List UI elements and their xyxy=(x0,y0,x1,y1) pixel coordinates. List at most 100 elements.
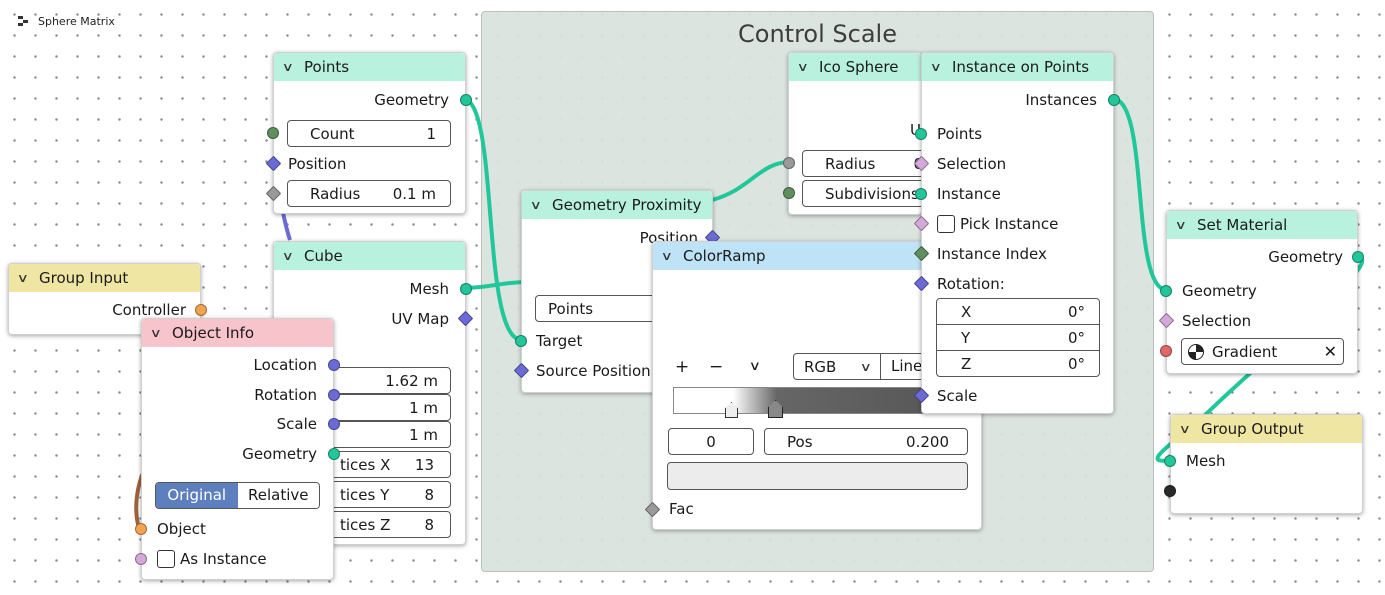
material-sphere-icon xyxy=(1188,343,1204,360)
radius-field[interactable]: Radius 0.1 m xyxy=(287,180,451,207)
geometry-input-socket[interactable] xyxy=(1160,285,1172,297)
material-input-socket[interactable] xyxy=(1160,345,1172,357)
vertices-z-value: 8 xyxy=(424,515,434,534)
instances-output-label: Instances xyxy=(1025,91,1097,109)
subdivisions-input-socket[interactable] xyxy=(783,187,795,199)
color-mode-dropdown[interactable]: RGB∨ xyxy=(793,353,881,380)
target-input-socket[interactable] xyxy=(515,335,527,347)
rotation-label: Rotation: xyxy=(937,275,1005,293)
position-label: Position xyxy=(288,155,347,173)
close-icon[interactable]: ✕ xyxy=(1323,342,1337,361)
pick-instance-checkbox[interactable] xyxy=(937,215,955,233)
node-header[interactable]: ∨Cube xyxy=(274,242,465,270)
object-input-socket[interactable] xyxy=(135,523,147,535)
node-header[interactable]: ∨ Points xyxy=(274,53,465,81)
rotation-z-value: 0° xyxy=(1067,354,1085,373)
location-label: Location xyxy=(253,356,317,374)
rotation-label: Rotation xyxy=(254,386,317,404)
as-instance-checkbox[interactable] xyxy=(157,550,175,568)
as-instance-row: As Instance xyxy=(157,548,267,570)
uvmap-output-socket[interactable] xyxy=(457,310,474,327)
pick-instance-label: Pick Instance xyxy=(960,215,1059,233)
chevron-down-icon[interactable]: ∨ xyxy=(149,326,162,340)
vertices-x-value: 13 xyxy=(414,455,434,474)
original-button[interactable]: Original xyxy=(156,483,238,508)
source-position-label: Source Position xyxy=(536,362,651,380)
chevron-down-icon[interactable]: ∨ xyxy=(1174,218,1187,232)
node-header[interactable]: ∨Group Input xyxy=(9,264,200,292)
chevron-down-icon: ∨ xyxy=(859,359,872,374)
chevron-down-icon[interactable]: ∨ xyxy=(281,249,294,263)
mesh-input-socket[interactable] xyxy=(1164,455,1176,467)
stop-index-value: 0 xyxy=(706,432,716,451)
radius-value: 0.1 m xyxy=(392,184,436,203)
ramp-menu-button[interactable]: ∨ xyxy=(748,359,761,374)
chevron-down-icon[interactable]: ∨ xyxy=(281,60,294,74)
rotation-x-label: X xyxy=(961,302,972,321)
node-header[interactable]: ∨Group Output xyxy=(1171,415,1362,443)
node-title: Points xyxy=(304,58,350,76)
add-stop-button[interactable]: + xyxy=(675,357,690,377)
empty-input-socket[interactable] xyxy=(1164,485,1176,497)
instances-output-socket[interactable] xyxy=(1108,94,1120,106)
position-input-socket[interactable] xyxy=(265,155,282,172)
radius-input-socket[interactable] xyxy=(265,185,282,202)
chevron-down-icon[interactable]: ∨ xyxy=(529,198,542,212)
node-group-output[interactable]: ∨Group Output Mesh xyxy=(1164,414,1363,514)
relative-button[interactable]: Relative xyxy=(237,483,319,508)
radius-input-socket[interactable] xyxy=(783,157,795,169)
stop-color-swatch[interactable] xyxy=(667,462,968,490)
geometry-output-socket[interactable] xyxy=(460,94,472,106)
stop-index-field[interactable]: 0 xyxy=(668,428,754,455)
material-field[interactable]: Gradient ✕ xyxy=(1181,338,1344,365)
count-value: 1 xyxy=(426,124,436,143)
geometry-output-socket[interactable] xyxy=(1352,251,1364,263)
node-header[interactable]: ∨ Ico Sphere xyxy=(789,53,921,81)
ramp-stop-marker-1[interactable] xyxy=(768,400,783,418)
location-output-socket[interactable] xyxy=(328,359,340,371)
ramp-stop-marker-0[interactable] xyxy=(725,402,738,418)
remove-stop-button[interactable]: − xyxy=(709,357,724,377)
node-object-info[interactable]: ∨Object Info Location Rotation Scale Geo… xyxy=(135,318,340,580)
node-instance-on-points[interactable]: ∨Instance on Points Instances Points Sel… xyxy=(913,52,1120,414)
breadcrumb-label[interactable]: Sphere Matrix xyxy=(38,14,115,28)
node-header[interactable]: ∨Geometry Proximity xyxy=(522,191,712,219)
rotation-output-socket[interactable] xyxy=(328,389,340,401)
node-header[interactable]: ∨Set Material xyxy=(1167,211,1357,239)
mesh-output-socket[interactable] xyxy=(460,283,472,295)
count-input-socket[interactable] xyxy=(267,127,279,139)
node-title: Ico Sphere xyxy=(819,58,899,76)
as-instance-input-socket[interactable] xyxy=(135,553,147,565)
controller-output-socket[interactable] xyxy=(195,304,207,316)
chevron-down-icon[interactable]: ∨ xyxy=(16,271,29,285)
subdivisions-field[interactable]: Subdivisions xyxy=(802,180,921,207)
chevron-down-icon[interactable]: ∨ xyxy=(1178,422,1191,436)
material-name: Gradient xyxy=(1212,342,1278,361)
geometry-output-socket[interactable] xyxy=(328,448,340,460)
instance-input-socket[interactable] xyxy=(915,188,927,200)
node-set-material[interactable]: ∨Set Material Geometry Geometry Selectio… xyxy=(1158,210,1364,374)
target-element-value: Points xyxy=(548,299,594,318)
controller-label: Controller xyxy=(112,301,186,319)
mesh-label: Mesh xyxy=(1186,452,1226,470)
chevron-down-icon[interactable]: ∨ xyxy=(929,60,942,74)
geometry-output-label: Geometry xyxy=(1268,248,1343,266)
scale-output-socket[interactable] xyxy=(328,418,340,430)
points-input-socket[interactable] xyxy=(915,128,927,140)
node-tree-icon xyxy=(16,14,30,28)
radius-label: Radius xyxy=(310,184,361,203)
chevron-down-icon[interactable]: ∨ xyxy=(660,249,673,263)
size-x-value: 1.62 m xyxy=(385,371,438,390)
node-header[interactable]: ∨Object Info xyxy=(142,319,333,347)
node-header[interactable]: ∨Instance on Points xyxy=(922,53,1113,81)
selection-input-socket[interactable] xyxy=(1158,312,1175,329)
chevron-down-icon[interactable]: ∨ xyxy=(796,60,809,74)
